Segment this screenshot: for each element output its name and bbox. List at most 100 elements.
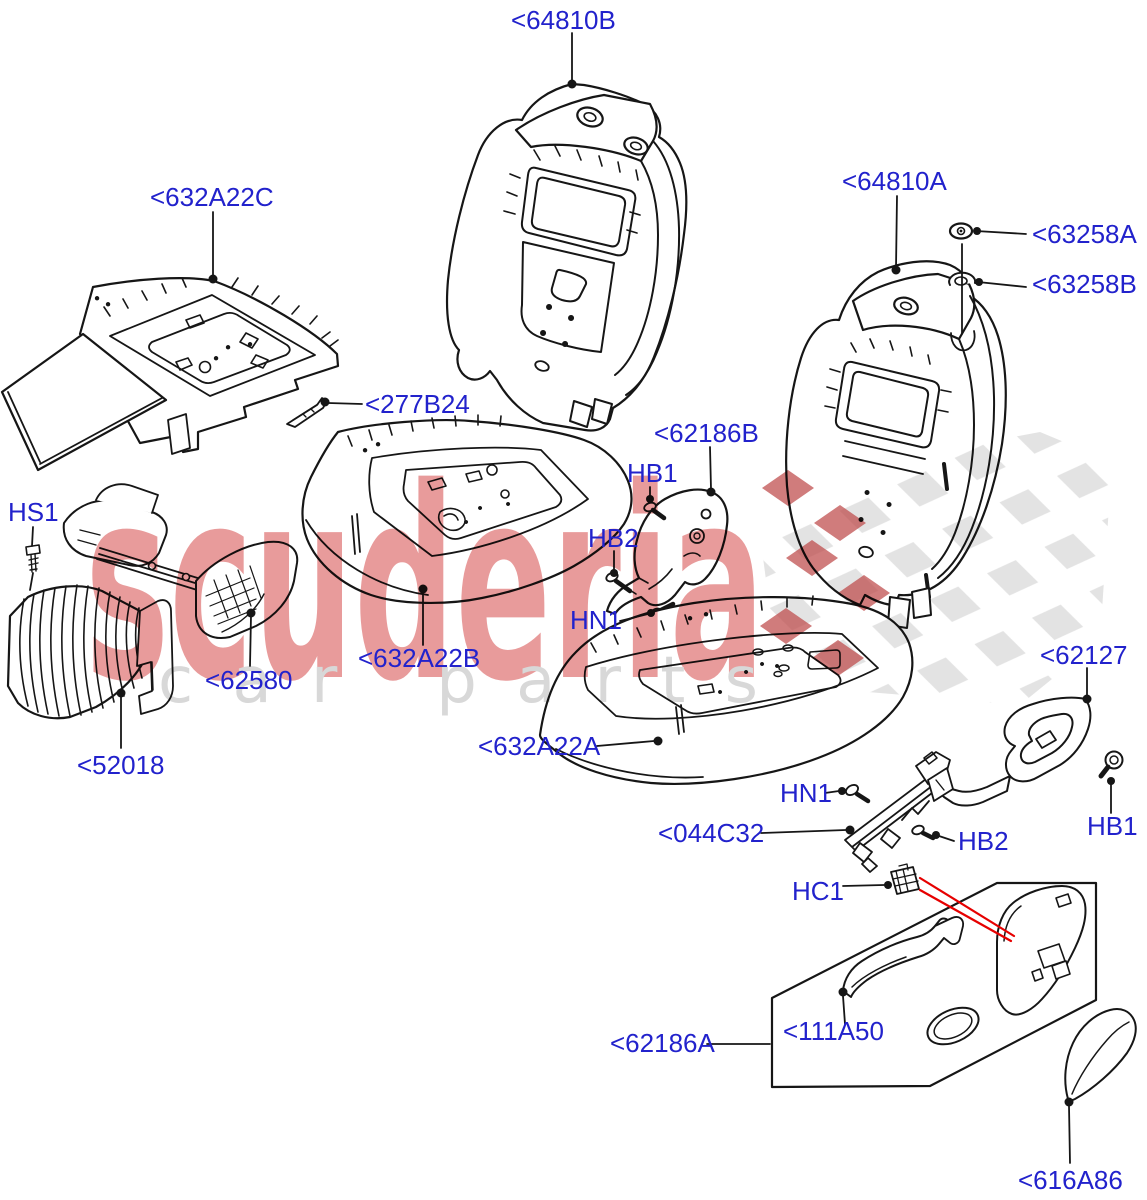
- right-arm: [195, 540, 299, 639]
- lumbar-mat-52018-drawing: [6, 584, 174, 720]
- dot: [208, 274, 218, 284]
- part-label-HN1-low[interactable]: HN1: [780, 778, 832, 808]
- part-label-277B24[interactable]: <277B24: [365, 389, 470, 419]
- part-label-HC1[interactable]: HC1: [792, 876, 844, 906]
- side-member-62580-drawing: [62, 483, 299, 639]
- finisher-616A86-drawing: [1064, 1008, 1137, 1102]
- headrest-hole: [576, 106, 604, 128]
- window-frame: [834, 360, 941, 449]
- leader-HN1-low: [824, 790, 840, 794]
- part-label-111A50[interactable]: <111A50: [783, 1016, 884, 1046]
- leader-64810A: [895, 195, 898, 269]
- leader-044C32: [760, 829, 847, 834]
- hole: [700, 508, 712, 520]
- leader-HN1-mid: [619, 613, 649, 622]
- part-label-HB2-low[interactable]: HB2: [958, 826, 1009, 856]
- hole-oval: [752, 648, 764, 656]
- hole: [500, 489, 510, 499]
- side-bolster-flap: [614, 140, 681, 396]
- headrest-hole-inner: [629, 141, 643, 151]
- screw-head: [1104, 750, 1124, 770]
- part-label-64810A[interactable]: <64810A: [842, 166, 947, 196]
- screw-head: [25, 544, 41, 556]
- leader-632A22A: [596, 740, 655, 747]
- part-label-62127[interactable]: <62127: [1040, 640, 1127, 670]
- part-label-616A86[interactable]: <616A86: [1018, 1165, 1123, 1195]
- dot: [891, 265, 901, 275]
- outline: [605, 488, 729, 616]
- part-label-632A22B[interactable]: <632A22B: [358, 643, 480, 673]
- red-diamond: [838, 575, 890, 611]
- hole-oval: [782, 644, 794, 652]
- hole-ring: [689, 528, 705, 544]
- ticks: [824, 338, 952, 413]
- track-assembly-044C32-drawing: [844, 751, 954, 873]
- red-diamond: [786, 540, 838, 576]
- part-label-HN1-mid[interactable]: HN1: [570, 605, 622, 635]
- left-cap-flap: [95, 483, 159, 514]
- part-label-HS1[interactable]: HS1: [8, 497, 59, 527]
- part-label-63258A[interactable]: <63258A: [1032, 219, 1137, 249]
- front-crease: [555, 748, 704, 779]
- dot: [653, 736, 663, 746]
- leader-62186B: [709, 446, 712, 490]
- part-label-62580[interactable]: <62580: [205, 665, 292, 695]
- part-label-52018[interactable]: <52018: [77, 750, 164, 780]
- tab: [1035, 730, 1057, 749]
- bracket-62186B-drawing: [605, 488, 729, 616]
- leader-63258B: [977, 281, 1027, 288]
- inner-lines: [638, 552, 701, 590]
- flap-edge-line: [7, 391, 163, 465]
- leader-HC1: [842, 884, 885, 887]
- drain-oval: [534, 360, 550, 372]
- part-label-63258B[interactable]: <63258B: [1032, 269, 1137, 299]
- legs: [167, 413, 191, 455]
- part-label-632A22A[interactable]: <632A22A: [478, 731, 601, 761]
- handle-hook: [934, 916, 965, 945]
- part-label-64810B[interactable]: <64810B: [511, 5, 616, 35]
- part-label-HB1-low[interactable]: HB1: [1087, 811, 1138, 841]
- dot: [845, 825, 855, 835]
- ticks: [503, 145, 641, 234]
- part-label-HB1-upper[interactable]: HB1: [627, 458, 678, 488]
- clips: [175, 314, 269, 371]
- dot: [706, 487, 716, 497]
- dot: [1082, 694, 1092, 704]
- outline: [445, 82, 688, 432]
- feet: [569, 398, 613, 428]
- dot: [973, 227, 981, 235]
- nut-HN1-low-icon: [845, 784, 871, 804]
- outline: [1064, 1008, 1137, 1102]
- hole: [486, 464, 498, 476]
- watermark: scuderia car parts: [85, 432, 1112, 740]
- leader-277B24: [327, 402, 363, 405]
- leader-HB2-low: [938, 835, 955, 842]
- part-label-632A22C[interactable]: <632A22C: [150, 182, 274, 212]
- front-slit: [351, 513, 361, 555]
- red-diamond: [814, 505, 866, 541]
- inner-pan: [638, 646, 842, 715]
- part-label-62186B[interactable]: <62186B: [654, 418, 759, 448]
- dot: [418, 584, 428, 594]
- red-diamond: [762, 470, 814, 506]
- checker-flag-band: [758, 432, 1112, 705]
- wavy-clip: [437, 507, 466, 532]
- bolt-HB1-upper-icon: [643, 501, 667, 521]
- red-diamond: [760, 608, 812, 644]
- mech-detail: [923, 751, 938, 765]
- part-label-62186A[interactable]: <62186A: [610, 1028, 715, 1058]
- part-label-044C32[interactable]: <044C32: [658, 818, 764, 848]
- part-label-HB2-mid[interactable]: HB2: [588, 523, 639, 553]
- loop: [1003, 696, 1092, 783]
- seat-back-foam-64810B-drawing: [445, 82, 688, 432]
- latch-hole: [198, 360, 212, 374]
- inner-pan: [148, 311, 291, 385]
- ribs: [19, 584, 143, 717]
- washer-inner: [954, 276, 968, 286]
- detail: [292, 403, 319, 421]
- bracket: [927, 767, 954, 802]
- grommet-63258A-icon: [948, 222, 974, 240]
- screw-head-inner: [1109, 755, 1119, 765]
- nut-head: [845, 784, 859, 796]
- dot: [1064, 1097, 1074, 1107]
